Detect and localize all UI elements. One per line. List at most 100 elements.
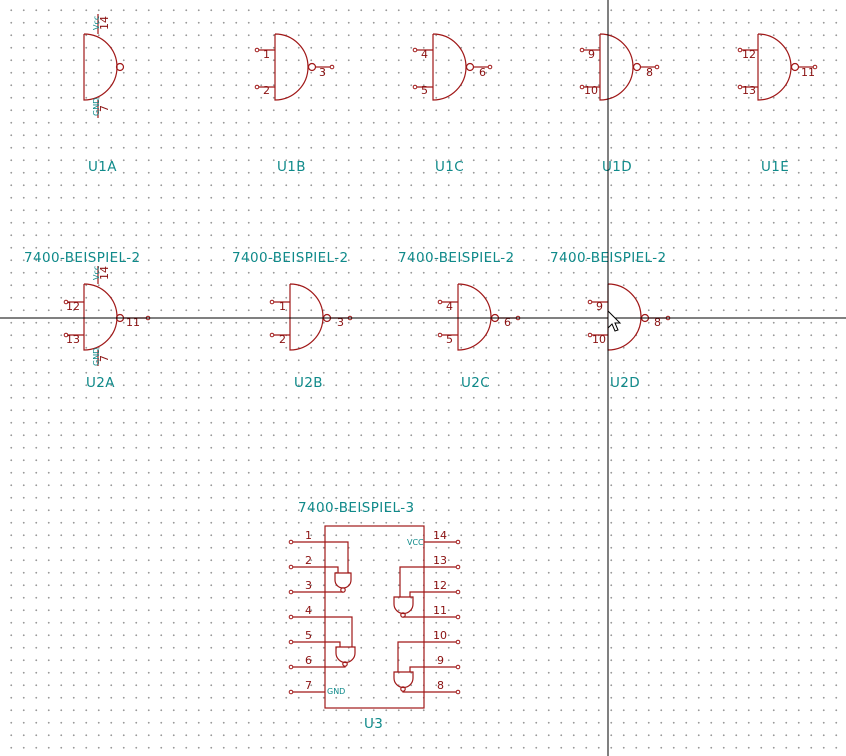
value-label: 7400-BEISPIEL-2	[232, 250, 349, 266]
vcc-pin-label: VCC	[407, 538, 424, 547]
gate-fill	[608, 284, 641, 350]
pin-number: 12	[66, 300, 80, 313]
pin-number: 6	[305, 654, 312, 667]
pin-number: 6	[479, 66, 486, 79]
ic-u3[interactable]: 7400-BEISPIEL-3 1 2 3 4 5 6 7	[288, 500, 461, 732]
pin-number: 5	[421, 84, 428, 97]
gate-u1e[interactable]: 12 13 11 U1E	[737, 33, 818, 175]
pin-end	[63, 332, 69, 338]
pin-number: 8	[437, 679, 444, 692]
vcc-pin-number: 14	[98, 16, 111, 30]
reference-label: U2D	[610, 375, 640, 391]
pin-end	[587, 299, 593, 305]
pin-end	[269, 332, 275, 338]
gate-u1d[interactable]: 9 10 8 U1D	[579, 33, 660, 175]
gate-u1b[interactable]: 1 2 3 U1B	[254, 33, 335, 175]
pin-end	[812, 64, 818, 70]
pin-end	[487, 64, 493, 70]
reference-label: U1A	[88, 159, 117, 175]
pin-number: 12	[742, 48, 756, 61]
gnd-label: GND	[92, 348, 101, 366]
pin-number: 13	[742, 84, 756, 97]
pin-number: 3	[319, 66, 326, 79]
pin-number: 1	[305, 529, 312, 542]
reference-label: U3	[364, 716, 383, 732]
internal-gate-2	[325, 616, 356, 668]
pin-number: 13	[66, 333, 80, 346]
nand-body	[457, 283, 492, 351]
mouse-pointer-icon	[607, 309, 622, 332]
pin-number: 5	[305, 629, 312, 642]
pin-number: 9	[596, 300, 603, 313]
pin-end	[579, 47, 585, 53]
nand-body	[289, 283, 324, 351]
nand-body	[607, 283, 642, 351]
value-label: 7400-BEISPIEL-2	[24, 250, 141, 266]
nand-body	[83, 33, 118, 101]
gate-u1a[interactable]: 14 Vcc 7 GND U1A	[83, 14, 125, 175]
pin-number: 13	[433, 554, 447, 567]
pin-number: 6	[504, 316, 511, 329]
reference-label: U1D	[602, 159, 632, 175]
pin-end	[579, 84, 585, 90]
pin-number: 3	[337, 316, 344, 329]
inverter-bubble	[790, 62, 800, 72]
gnd-pin-number: 7	[98, 355, 111, 362]
internal-gate-3	[393, 566, 424, 618]
pin-end	[412, 47, 418, 53]
internal-gate-4	[393, 641, 424, 693]
reference-label: U1B	[277, 159, 306, 175]
pin-number: 5	[446, 333, 453, 346]
pin-number: 4	[421, 48, 428, 61]
value-label: 7400-BEISPIEL-3	[298, 500, 415, 516]
pin-number: 14	[433, 529, 447, 542]
pin-end	[329, 64, 335, 70]
pin-end	[437, 332, 443, 338]
reference-label: U1C	[435, 159, 464, 175]
pin-number: 2	[305, 554, 312, 567]
pin-end	[654, 64, 660, 70]
gnd-pin-number: 7	[98, 105, 111, 112]
pin-number: 8	[646, 66, 653, 79]
pin-end	[269, 299, 275, 305]
inverter-bubble	[632, 62, 642, 72]
pin-number: 2	[279, 333, 286, 346]
pin-end	[254, 47, 260, 53]
pin-number: 9	[588, 48, 595, 61]
pin-end	[437, 299, 443, 305]
pin-end	[412, 84, 418, 90]
value-label: 7400-BEISPIEL-2	[398, 250, 515, 266]
gnd-pin-label: GND	[327, 687, 345, 696]
pin-number: 4	[446, 300, 453, 313]
pin-number: 10	[592, 333, 606, 346]
pin-number: 8	[654, 316, 661, 329]
nand-body	[599, 33, 634, 101]
pin-end	[254, 84, 260, 90]
pin-number: 2	[263, 84, 270, 97]
pin-number: 10	[433, 629, 447, 642]
gate-u1c[interactable]: 4 5 6 U1C	[412, 33, 493, 175]
inverter-bubble	[465, 62, 475, 72]
pin-number: 4	[305, 604, 312, 617]
gate-u2c[interactable]: 7400-BEISPIEL-2 4 5 6 U2C	[398, 250, 521, 391]
gate-u2b[interactable]: 7400-BEISPIEL-2 1 2 3 U2B	[232, 250, 353, 391]
inverter-bubble	[307, 62, 317, 72]
left-pins: 1 2 3 4 5 6 7	[288, 529, 325, 695]
right-pins: 14 13 12 11 10 9 8	[424, 529, 461, 695]
nand-body	[274, 33, 309, 101]
gnd-label: GND	[92, 98, 101, 116]
reference-label: U2B	[294, 375, 323, 391]
nand-body	[83, 283, 118, 351]
pin-end	[63, 299, 69, 305]
pin-number: 9	[437, 654, 444, 667]
reference-label: U2C	[461, 375, 490, 391]
vcc-label: Vcc	[92, 16, 101, 30]
pin-end	[737, 47, 743, 53]
pin-number: 1	[279, 300, 286, 313]
pin-number: 11	[801, 66, 815, 79]
pin-end	[587, 332, 593, 338]
pin-number: 1	[263, 48, 270, 61]
nand-body	[757, 33, 792, 101]
gate-u2a[interactable]: 7400-BEISPIEL-2 12 13 11 14 Vcc 7 GND U2…	[24, 250, 151, 391]
